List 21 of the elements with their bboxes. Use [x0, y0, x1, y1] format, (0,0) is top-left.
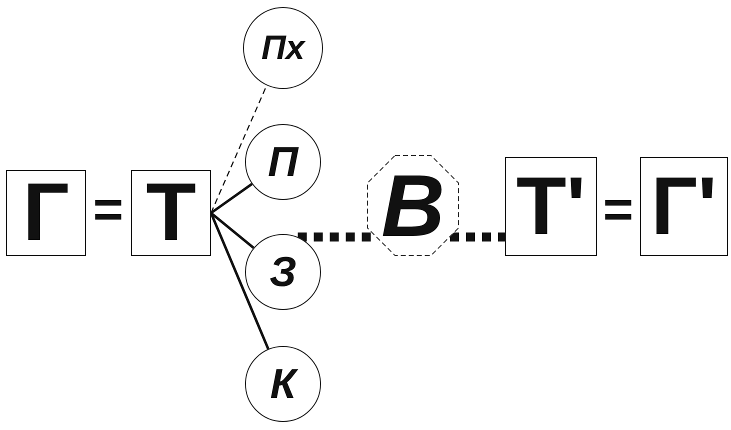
term-symbol: Т': [516, 166, 586, 248]
term-symbol: Г': [651, 166, 717, 248]
term-circle: [245, 234, 321, 310]
term-symbol: З: [270, 251, 296, 293]
term-box: [505, 157, 597, 256]
connector-line: [210, 182, 253, 214]
term-box: [131, 170, 211, 256]
term-symbol: Пх: [261, 31, 305, 65]
dotted-connector: [450, 232, 505, 242]
term-symbol: К: [270, 363, 296, 405]
equals-sign: =: [603, 184, 634, 236]
term-symbol: Г: [22, 172, 70, 254]
equals-sign: =: [93, 184, 124, 236]
term-octagon: [367, 155, 459, 256]
term-symbol: П: [268, 141, 298, 183]
term-box: [640, 157, 728, 256]
term-box: [6, 170, 86, 256]
connector-line: [210, 212, 254, 249]
term-symbol: В: [381, 162, 445, 250]
connector-line: [210, 212, 270, 350]
term-symbol: Т: [146, 172, 196, 254]
